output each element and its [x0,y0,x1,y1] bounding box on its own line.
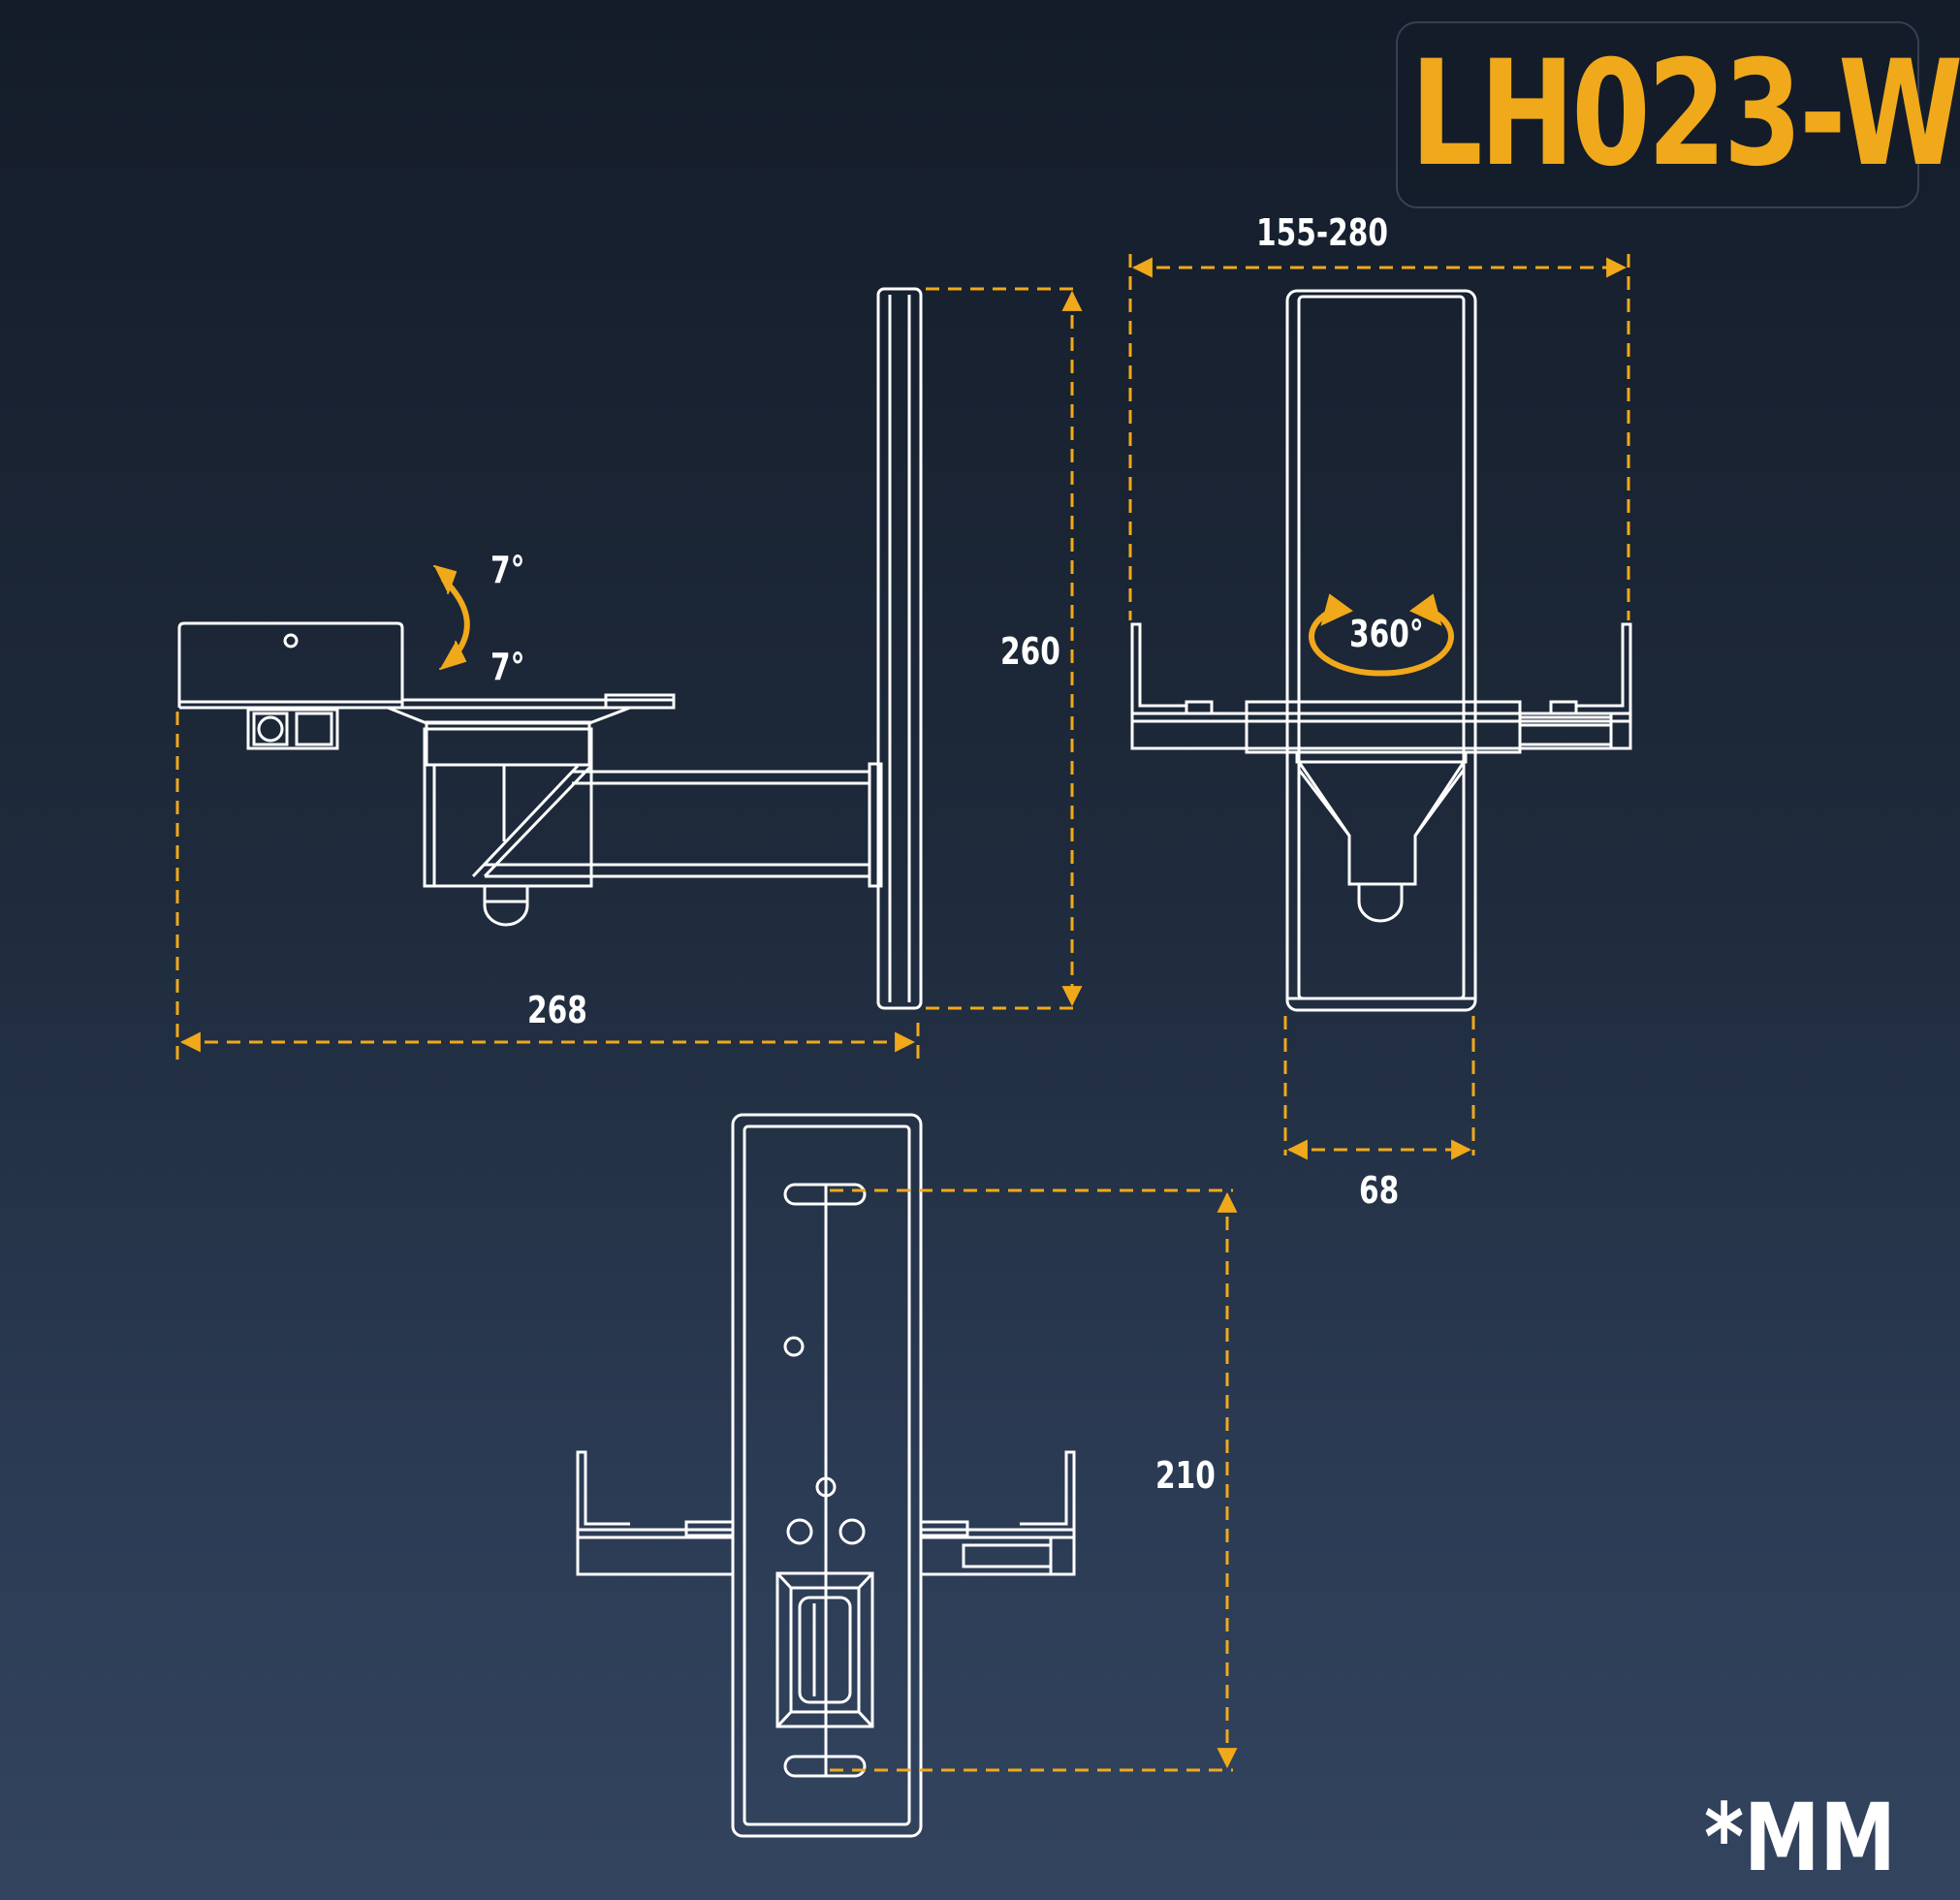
front-support [1295,750,1468,923]
front-wall-plate [1285,289,1477,1012]
top-view [576,1113,1076,1838]
top-dimension-lines [830,1188,1238,1772]
dim-width-268: 268 [527,989,587,1031]
top-wall-plate [731,1113,923,1838]
rotation-label: 360° [1349,613,1424,655]
side-arm [485,762,883,888]
tilt-up-label: 7° [490,549,525,591]
dim-hole-spacing-210: 210 [1155,1454,1216,1497]
dim-height-260: 260 [1000,630,1060,673]
unit-note: *MM [1704,1784,1896,1892]
tilt-down-label: 7° [490,646,525,688]
front-view [1130,289,1632,1012]
title-panel [1396,21,1919,208]
side-support-block [423,720,593,927]
tilt-arrow [433,565,470,670]
side-dimension-lines [175,287,1083,1061]
dim-plate-width-68: 68 [1359,1169,1400,1212]
model-title: LH023-W [1410,30,1960,199]
dimension-drawing [175,254,1632,1838]
side-tray [177,621,676,750]
rotation-arrow [1309,593,1454,677]
dim-clamp-range: 155-280 [1256,211,1389,254]
side-wall-plate [876,287,923,1010]
front-dimension-lines [1128,254,1630,1160]
front-tray [1130,622,1632,754]
side-view [177,287,923,1010]
